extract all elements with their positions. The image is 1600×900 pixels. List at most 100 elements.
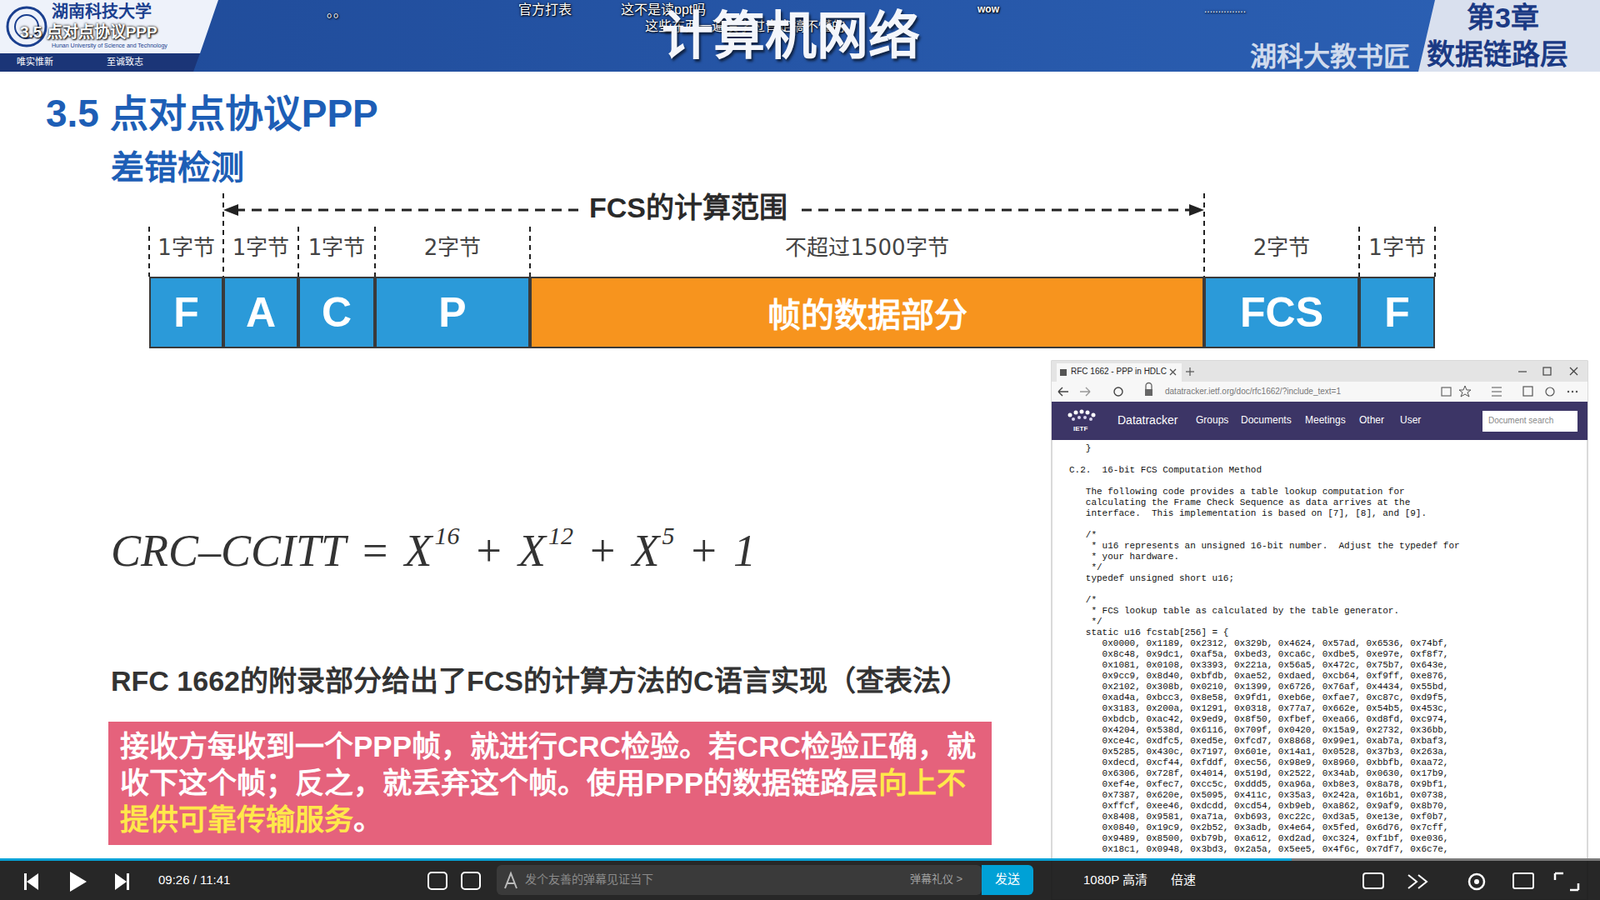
- field-divider-part: [297, 226, 300, 277]
- field-name: A: [245, 288, 276, 337]
- danmaku-comment: wow: [977, 4, 1000, 16]
- nav-item: Documents: [1240, 415, 1292, 427]
- player-controls: [0, 858, 1600, 900]
- browser-window-part: [1571, 390, 1574, 393]
- browser-window-part: [1077, 415, 1081, 420]
- speed-label: 倍速: [1170, 872, 1196, 887]
- field-name: 帧的数据部分: [767, 288, 968, 337]
- field-size: 1字节: [150, 230, 222, 261]
- school-motto: 至诚致志: [106, 56, 144, 68]
- danmaku-input-placeholder: 发个友善的弹幕见证当下: [525, 872, 654, 886]
- player-controls-part: [1291, 858, 1600, 861]
- table-row: 0x8c48, 0x9dc1, 0xaf5a, 0xbed3, 0xca6c, …: [1102, 649, 1450, 660]
- header-banner-part: [0, 0, 219, 54]
- player-controls-part: [1474, 879, 1480, 885]
- browser-window-part: [1491, 387, 1502, 396]
- field-size: 1字节: [225, 230, 297, 261]
- browser-window-part: [1543, 367, 1551, 375]
- site-logo-text: IETF: [1073, 425, 1088, 433]
- code-line: static u16 fcstab[256] = {: [1085, 627, 1230, 639]
- field-size: 1字节: [1360, 230, 1434, 261]
- code-line: The following code provides a table look…: [1085, 486, 1433, 520]
- nav-item: User: [1400, 415, 1421, 427]
- browser-window-part: [1051, 381, 1588, 402]
- browser-window-part: [1085, 410, 1090, 415]
- school-name: 湖南科技大学: [51, 2, 152, 22]
- player-controls-part: [26, 873, 39, 890]
- code-line: */: [1090, 562, 1102, 574]
- frame-field: 2字节P: [375, 276, 530, 349]
- formula-exponent: 12: [548, 521, 574, 550]
- browser-window-part: [1056, 363, 1182, 382]
- video-title: 3.5 点对点协议PPP: [20, 23, 158, 42]
- browser-window-part: [1189, 367, 1190, 376]
- header-banner-part: [0, 0, 1600, 72]
- frame-field: 1字节C: [298, 276, 375, 349]
- browser-window-part: [1080, 410, 1085, 415]
- player-controls-part: [496, 865, 982, 895]
- send-button-text: 发送: [995, 871, 1020, 886]
- field-name: P: [438, 288, 466, 337]
- range-label: FCS的计算范围: [579, 191, 798, 225]
- nav-brand: Datatracker: [1117, 413, 1178, 427]
- field-divider-part: [1434, 226, 1436, 277]
- code-line: 16-bit FCS Computation Method: [1102, 465, 1262, 476]
- field-size: 2字节: [376, 230, 529, 261]
- frame-field: 1字节A: [223, 276, 299, 349]
- frame-field: 2字节FCS: [1204, 276, 1360, 349]
- quality-label: 1080P 高清: [1083, 872, 1148, 887]
- player-controls-part: [428, 872, 447, 890]
- field-divider-part: [529, 226, 531, 277]
- table-row: 0x0000, 0x1189, 0x2312, 0x329b, 0x4624, …: [1102, 638, 1450, 650]
- formula-term: 1: [733, 525, 756, 577]
- formula-operator: +: [590, 525, 615, 577]
- field-size: 1字节: [300, 230, 374, 261]
- browser-window-part: [1570, 367, 1578, 375]
- table-row: 0x4204, 0x538d, 0x6116, 0x709f, 0x0420, …: [1102, 725, 1450, 736]
- browser-window-part: [1170, 369, 1176, 375]
- browser-window-part: [1575, 390, 1578, 393]
- table-row: 0xad4a, 0xbcc3, 0x8e58, 0x9fd1, 0xeb6e, …: [1102, 692, 1450, 704]
- player-controls-part: [1408, 875, 1427, 889]
- player-controls-part: [1555, 873, 1579, 890]
- field-name: F: [173, 288, 200, 337]
- browser-window-part: [1459, 385, 1471, 397]
- code-line: /*: [1085, 530, 1097, 541]
- header-banner: [0, 0, 1600, 72]
- field-divider-part: [148, 226, 150, 277]
- formula-term: X: [518, 525, 546, 577]
- player-controls-part: [115, 873, 127, 890]
- field-size: 2字节: [1205, 230, 1358, 261]
- school-motto: 唯实惟新: [16, 56, 54, 68]
- table-row: 0x9cc9, 0x8d40, 0xbfdb, 0xae52, 0xdaed, …: [1102, 670, 1450, 682]
- range-arrow-part: [223, 204, 239, 216]
- field-name: C: [321, 288, 352, 337]
- player-controls-part: [24, 873, 27, 890]
- table-row: 0x1081, 0x0108, 0x3393, 0x221a, 0x56a5, …: [1102, 660, 1450, 671]
- time-display: 09:26 / 11:41: [158, 872, 230, 887]
- data-field: 不超过1500字节帧的数据部分: [530, 276, 1205, 349]
- player-controls-part: [505, 873, 517, 889]
- field-divider-part: [222, 193, 225, 277]
- table-row: 0x18c1, 0x0948, 0x3bd3, 0x2a5a, 0x5ee5, …: [1102, 844, 1450, 855]
- browser-window-part: [1170, 369, 1176, 375]
- browser-window-part: [1441, 387, 1451, 396]
- browser-window-part: [1545, 387, 1555, 396]
- browser-window: [1051, 360, 1588, 900]
- browser-tab-title: RFC 1662 - PPP in HDLC: [1070, 366, 1167, 377]
- course-title: 计算机网络: [661, 6, 920, 66]
- player-controls-part: [1363, 873, 1384, 889]
- player-controls-part: [0, 858, 1600, 900]
- browser-window-part: [1145, 389, 1153, 396]
- nav-item: Meetings: [1305, 415, 1346, 427]
- field-name: F: [1384, 288, 1410, 337]
- table-row: 0xdecd, 0xcf44, 0xfddf, 0xec56, 0x98e9, …: [1102, 757, 1450, 769]
- browser-window-part: [1080, 387, 1090, 396]
- table-row: 0xef4e, 0xfec7, 0xcc5c, 0xddd5, 0xa96a, …: [1102, 779, 1450, 790]
- field-size: 不超过1500字节: [531, 230, 1203, 261]
- code-listing: }C.2.16-bit FCS Computation MethodThe fo…: [1069, 443, 1582, 857]
- code-line: }: [1085, 443, 1092, 455]
- table-row: 0xce4c, 0xdfc5, 0xed5e, 0xfcd7, 0x8868, …: [1102, 735, 1450, 747]
- browser-window-part: [1089, 417, 1093, 421]
